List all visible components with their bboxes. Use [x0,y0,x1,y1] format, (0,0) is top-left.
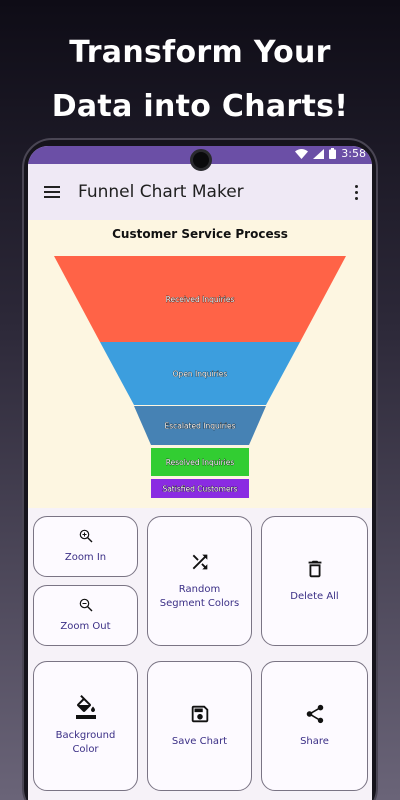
funnel-segment[interactable] [134,406,266,445]
chart-title: Customer Service Process [112,227,288,241]
promo-headline: Transform Your Data into Charts! [0,26,400,134]
funnel-segment-label: Open Inquiries [173,370,228,379]
save-chart-button[interactable]: Save Chart [147,661,252,791]
funnel-segment[interactable] [100,342,300,405]
funnel-segment[interactable] [151,479,249,498]
signal-icon [313,148,325,159]
delete-all-button[interactable]: Delete All [261,516,368,646]
zoom-in-label: Zoom In [64,551,107,563]
paint-bucket-icon [74,695,98,719]
zoom-out-icon [79,598,93,612]
background-color-label: Background Color [55,730,116,755]
funnel-segment-label: Satisfied Customers [162,485,237,494]
more-options-icon[interactable] [353,181,360,204]
funnel-segment-label: Received Inquiries [166,295,235,304]
random-colors-label: Random Segment Colors [159,584,240,609]
zoom-out-button[interactable]: Zoom Out [33,585,138,646]
phone-screen: 3:58 Funnel Chart Maker Customer Service… [28,146,372,800]
trash-icon [304,558,326,580]
status-icons: 3:58 [295,147,366,160]
front-camera [190,149,212,171]
promo-line-2: Data into Charts! [51,89,349,124]
funnel-segment[interactable] [54,256,346,342]
share-label: Share [300,736,329,747]
share-button[interactable]: Share [261,661,368,791]
delete-all-label: Delete All [290,591,339,602]
zoom-out-label: Zoom Out [60,620,111,632]
app-bar: Funnel Chart Maker [28,164,372,220]
app-title: Funnel Chart Maker [78,182,244,202]
shuffle-icon [189,551,211,573]
action-buttons: Zoom In Zoom Out Random Segment Colors D… [28,508,372,800]
battery-icon [329,148,337,159]
funnel-segment[interactable] [151,448,249,476]
background-color-button[interactable]: Background Color [33,661,138,791]
chart-area: Customer Service Process Received Inquir… [28,220,372,508]
save-icon [189,703,211,725]
save-chart-label: Save Chart [171,736,228,747]
status-time: 3:58 [341,147,366,160]
zoom-in-button[interactable]: Zoom In [33,516,138,577]
funnel-segment-label: Escalated Inquiries [165,422,236,431]
wifi-icon [295,148,309,159]
share-icon [304,703,326,725]
promo-line-1: Transform Your [69,35,331,70]
zoom-in-icon [79,529,93,543]
menu-icon[interactable] [44,186,60,198]
funnel-segment-label: Resolved Inquiries [166,458,235,467]
random-colors-button[interactable]: Random Segment Colors [147,516,252,646]
